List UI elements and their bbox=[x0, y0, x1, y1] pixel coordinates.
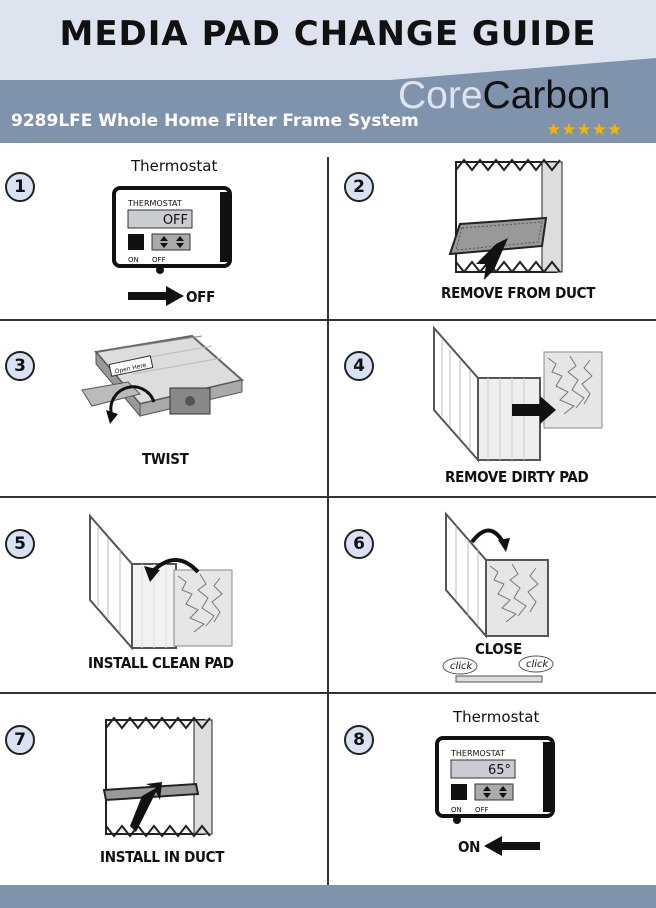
thermostat-display: OFF bbox=[163, 213, 188, 228]
step-caption-7: INSTALL IN DUCT bbox=[100, 848, 225, 866]
step-caption-8: ON bbox=[458, 838, 481, 856]
step-caption-5: INSTALL CLEAN PAD bbox=[88, 654, 234, 672]
page-title: MEDIA PAD CHANGE GUIDE bbox=[59, 14, 597, 54]
thermostat-label: Thermostat bbox=[131, 157, 218, 175]
twist-latch-illustration: Open Here bbox=[81, 334, 245, 424]
close-frame-illustration bbox=[445, 511, 549, 639]
header-diagonal-shape bbox=[0, 58, 656, 143]
product-subtitle: 9289LFE Whole Home Filter Frame System bbox=[11, 111, 419, 131]
step-number-1: 1 bbox=[5, 172, 35, 202]
header-top-band bbox=[0, 0, 656, 80]
step-number-8: 8 bbox=[344, 725, 374, 755]
thermostat-off-illustration: THERMOSTAT OFF ON OFF bbox=[112, 186, 232, 274]
thermostat-title: THERMOSTAT bbox=[127, 199, 182, 208]
step-number-7: 7 bbox=[5, 725, 35, 755]
remove-from-duct-illustration bbox=[448, 158, 563, 280]
arrow-right-icon bbox=[128, 286, 184, 306]
on-label: ON bbox=[451, 806, 462, 814]
step-number-4: 4 bbox=[344, 351, 374, 381]
arrow-left-icon bbox=[484, 836, 540, 856]
rating-stars: ★★★★★ bbox=[546, 120, 623, 139]
step-number-2: 2 bbox=[344, 172, 374, 202]
brand-logo-part2: Carbon bbox=[482, 74, 611, 117]
click-label-left: click bbox=[450, 661, 474, 672]
thermostat-label: Thermostat bbox=[453, 708, 540, 726]
click-label-right: click bbox=[526, 659, 550, 670]
step-number-3: 3 bbox=[5, 351, 35, 381]
thermostat-display: 65° bbox=[488, 763, 511, 778]
step-caption-2: REMOVE FROM DUCT bbox=[441, 284, 596, 302]
brand-logo: CoreCarbon bbox=[398, 74, 610, 118]
step-number-6: 6 bbox=[344, 529, 374, 559]
column-divider bbox=[327, 157, 329, 885]
thermostat-title: THERMOSTAT bbox=[450, 749, 505, 758]
step-caption-4: REMOVE DIRTY PAD bbox=[445, 468, 589, 486]
remove-dirty-pad-illustration bbox=[433, 325, 603, 463]
on-label: ON bbox=[128, 256, 139, 264]
step-number-5: 5 bbox=[5, 529, 35, 559]
click-latch-illustration: click click bbox=[442, 655, 554, 683]
thermostat-on-illustration: THERMOSTAT 65° ON OFF bbox=[435, 736, 555, 824]
install-in-duct-illustration bbox=[102, 716, 213, 838]
brand-logo-part1: Core bbox=[398, 74, 483, 117]
step-caption-3: TWIST bbox=[142, 450, 189, 468]
step-caption-1: OFF bbox=[186, 288, 216, 306]
footer-band bbox=[0, 885, 656, 908]
install-clean-pad-illustration bbox=[89, 513, 233, 651]
off-label: OFF bbox=[475, 806, 489, 814]
off-label: OFF bbox=[152, 256, 166, 264]
step-caption-6: CLOSE bbox=[475, 640, 522, 658]
